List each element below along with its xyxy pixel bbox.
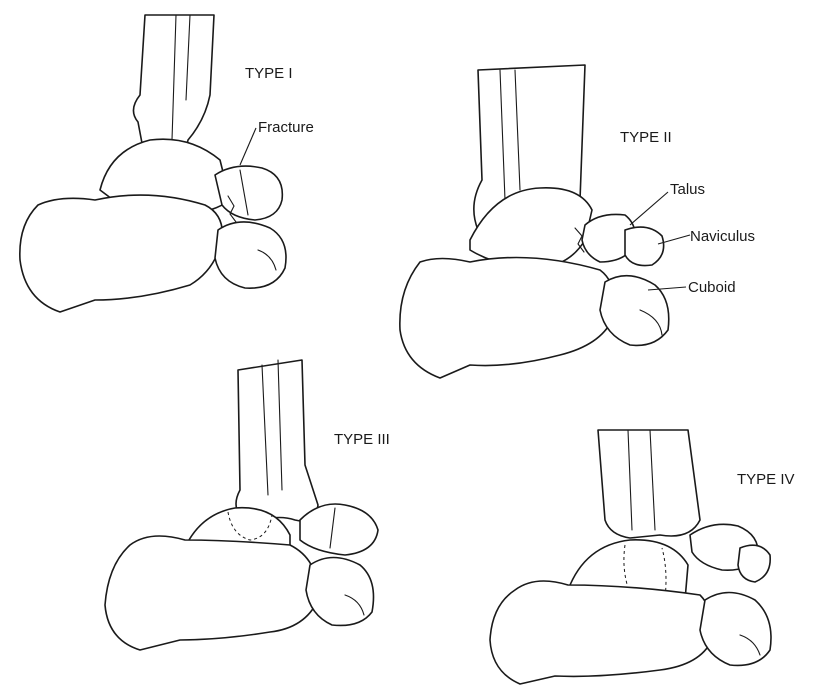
panel-title-type-4: TYPE IV xyxy=(737,472,795,487)
panel-title-type-3: TYPE III xyxy=(334,432,390,447)
panel-title-type-2: TYPE II xyxy=(620,130,672,145)
cuneiform xyxy=(738,545,770,582)
calcaneus xyxy=(400,258,614,379)
fracture-leader xyxy=(240,128,256,165)
calcaneus xyxy=(105,536,318,650)
tibia xyxy=(236,360,318,521)
panel-title-type-1: TYPE I xyxy=(245,66,293,81)
naviculus-label: Naviculus xyxy=(690,229,755,244)
talus-label: Talus xyxy=(670,182,705,197)
talus-leader xyxy=(630,192,668,225)
panel-type-3-drawing xyxy=(105,360,378,650)
panel-type-4-drawing xyxy=(490,430,771,684)
navicular xyxy=(300,504,378,555)
navicular xyxy=(215,166,282,220)
tibia xyxy=(598,430,700,538)
panel-type-1-drawing xyxy=(20,15,286,312)
cuboid xyxy=(215,222,286,288)
cuboid-label: Cuboid xyxy=(688,280,736,295)
cuboid xyxy=(306,558,374,626)
cuboid xyxy=(600,276,669,346)
panel-type-2-drawing xyxy=(400,65,669,378)
navicular xyxy=(625,227,664,265)
calcaneus xyxy=(20,195,223,312)
fracture-label: Fracture xyxy=(258,120,314,135)
calcaneus xyxy=(490,581,713,684)
